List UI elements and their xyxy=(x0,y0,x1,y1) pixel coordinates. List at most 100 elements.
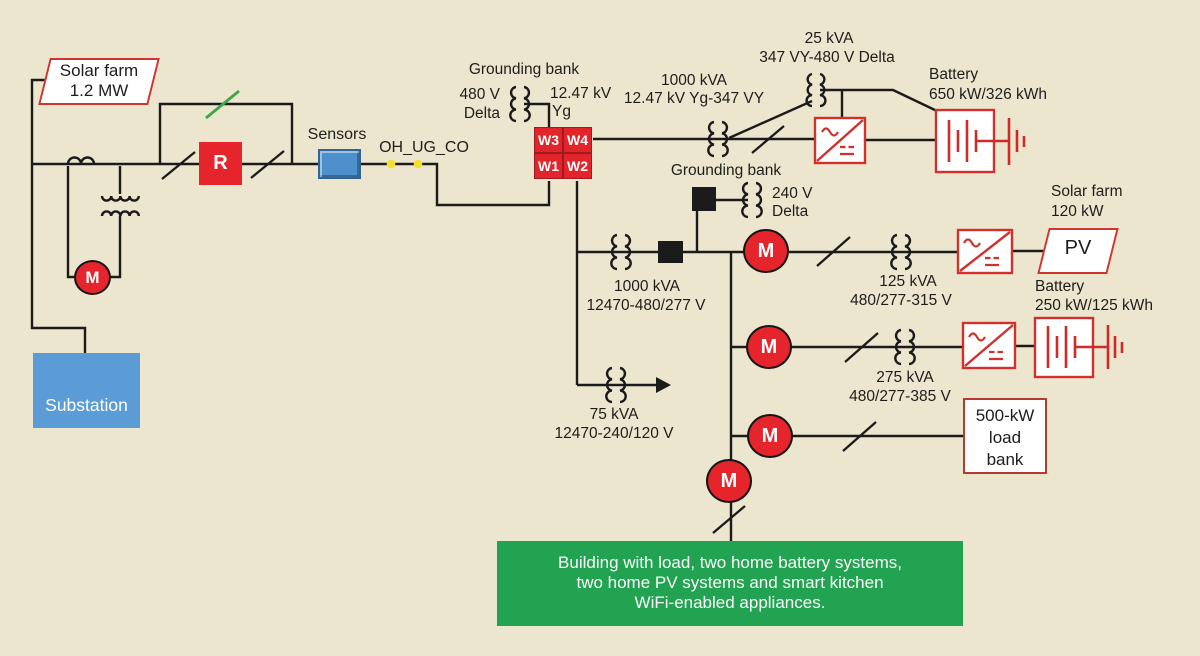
gb-top-secondary: 480 V xyxy=(459,86,500,103)
tx-25-rating: 25 kVA xyxy=(804,30,854,47)
junction-square xyxy=(692,187,716,211)
battery-small-symbol xyxy=(1033,316,1124,379)
pv-label: PV xyxy=(1064,237,1092,259)
ac-wave-icon xyxy=(968,332,986,342)
building-box: Building with load, two home battery sys… xyxy=(497,541,963,626)
pv-node: PV xyxy=(1037,228,1119,274)
winding-box-w1: W1 xyxy=(534,153,563,179)
solar-farm-main-name: Solar farm xyxy=(59,61,139,80)
tx75-coil-right xyxy=(619,366,627,404)
battery-plates xyxy=(1046,326,1077,368)
pt-winding-bottom xyxy=(100,210,140,217)
ac-wave-icon xyxy=(821,127,839,137)
inverter-battery-small xyxy=(961,321,1017,370)
wire-25kva-out xyxy=(820,88,938,113)
battery-main-symbol xyxy=(934,108,1026,174)
battery-main-name: Battery xyxy=(929,66,979,83)
winding-box-w4: W4 xyxy=(563,127,592,153)
dc-symbol-icon xyxy=(985,256,999,267)
sensors-box xyxy=(318,149,361,179)
gb2-coil-left xyxy=(741,181,749,219)
switch-slash xyxy=(250,150,285,179)
txf-coil-right xyxy=(721,120,729,158)
gb-top-secondary2: Delta xyxy=(463,105,500,122)
tx125-coil-right xyxy=(904,233,912,271)
winding-box-w3: W3 xyxy=(534,127,563,153)
solar-farm-main-node: Solar farm 1.2 MW xyxy=(38,58,160,105)
meter-circle-building: M xyxy=(706,459,752,503)
gb-mid-secondary2: Delta xyxy=(772,203,809,220)
load-bank-line3: bank xyxy=(986,450,1024,469)
gb1-coil-left xyxy=(509,85,517,123)
switch-slash xyxy=(161,151,196,180)
building-line2: two home PV systems and smart kitchen xyxy=(576,573,884,592)
cable-marker-dot xyxy=(386,159,396,169)
building-line3: WiFi-enabled appliances. xyxy=(634,593,826,612)
tx-feeder-voltage: 12.47 kV Yg-347 VY xyxy=(623,90,765,107)
switch-slash xyxy=(816,236,851,267)
solar-farm-main-capacity: 1.2 MW xyxy=(69,81,129,100)
meter-circle-row1: M xyxy=(743,229,789,273)
winding-box-w2: W2 xyxy=(563,153,592,179)
switch-slashes xyxy=(161,125,879,534)
ct-symbol xyxy=(66,156,96,165)
txf-coil-left xyxy=(707,120,715,158)
tx-service-rating: 1000 kVA xyxy=(613,278,681,295)
green-switch-slash xyxy=(205,89,240,120)
meter-circle-revenue: M xyxy=(74,260,111,295)
battery-plates xyxy=(947,120,978,162)
tx-125-rating: 125 kVA xyxy=(879,273,937,290)
txs-coil-left xyxy=(610,233,618,271)
solar-farm-small-name: Solar farm xyxy=(1051,183,1123,200)
load-bank-box: 500-kW load bank xyxy=(963,398,1047,474)
tx125-coil-left xyxy=(890,233,898,271)
meter-circle-row3: M xyxy=(747,414,793,458)
tx-275-voltage: 480/277-385 V xyxy=(849,388,951,405)
battery-small-capacity: 250 kW/125 kWh xyxy=(1035,297,1154,314)
meter-circle-row2: M xyxy=(746,325,792,369)
gb-top-primary2: Yg xyxy=(552,103,571,120)
wire-25kva-diag xyxy=(728,99,813,140)
gb-mid-secondary: 240 V xyxy=(772,185,813,202)
tx-25-voltage: 347 VY-480 V Delta xyxy=(759,49,895,66)
tx75-coil-left xyxy=(605,366,613,404)
switch-slash xyxy=(751,125,785,154)
wire-main-line xyxy=(32,162,551,207)
wire-gb1-stub xyxy=(524,102,551,127)
tx-75-voltage: 12470-240/120 V xyxy=(554,425,674,442)
cable-marker-dot xyxy=(413,159,423,169)
tx-75-rating: 75 kVA xyxy=(589,406,639,423)
arrowhead-icon xyxy=(656,377,671,393)
tx275-coil-right xyxy=(908,328,916,366)
ground-icon xyxy=(1007,118,1026,165)
battery-main-capacity: 650 kW/326 kWh xyxy=(929,86,1048,103)
recloser-box: R xyxy=(199,142,242,185)
cable-label: OH_UG_CO xyxy=(379,139,469,156)
gb2-coil-right xyxy=(755,181,763,219)
tx25-coil-left xyxy=(805,72,813,108)
grounding-bank-top-title: Grounding bank xyxy=(468,61,580,78)
switch-slash xyxy=(842,421,877,452)
ground-icon xyxy=(1106,325,1124,369)
txs-coil-right xyxy=(624,233,632,271)
load-bank-line2: load xyxy=(988,428,1022,447)
switch-slash xyxy=(712,505,746,534)
ac-wave-icon xyxy=(963,238,981,248)
building-line1: Building with load, two home battery sys… xyxy=(558,553,902,572)
dc-symbol-icon xyxy=(989,350,1003,361)
junction-square xyxy=(658,241,683,263)
battery-small-name: Battery xyxy=(1035,278,1085,295)
wire-bypass-loop xyxy=(158,102,294,164)
tx275-coil-left xyxy=(894,328,902,366)
pt-lead-bottom xyxy=(110,216,122,279)
wye-winding-grid: W3 W4 W1 W2 xyxy=(534,127,592,179)
inverter-pv xyxy=(956,228,1014,275)
dc-symbol-icon xyxy=(840,145,854,156)
sensors-label: Sensors xyxy=(307,126,367,143)
tx-service-voltage: 12470-480/277 V xyxy=(586,297,706,314)
switch-slash xyxy=(844,332,879,363)
ct-lead xyxy=(66,166,75,279)
load-bank-line1: 500-kW xyxy=(975,406,1035,425)
wire-left-trunk xyxy=(30,78,87,367)
